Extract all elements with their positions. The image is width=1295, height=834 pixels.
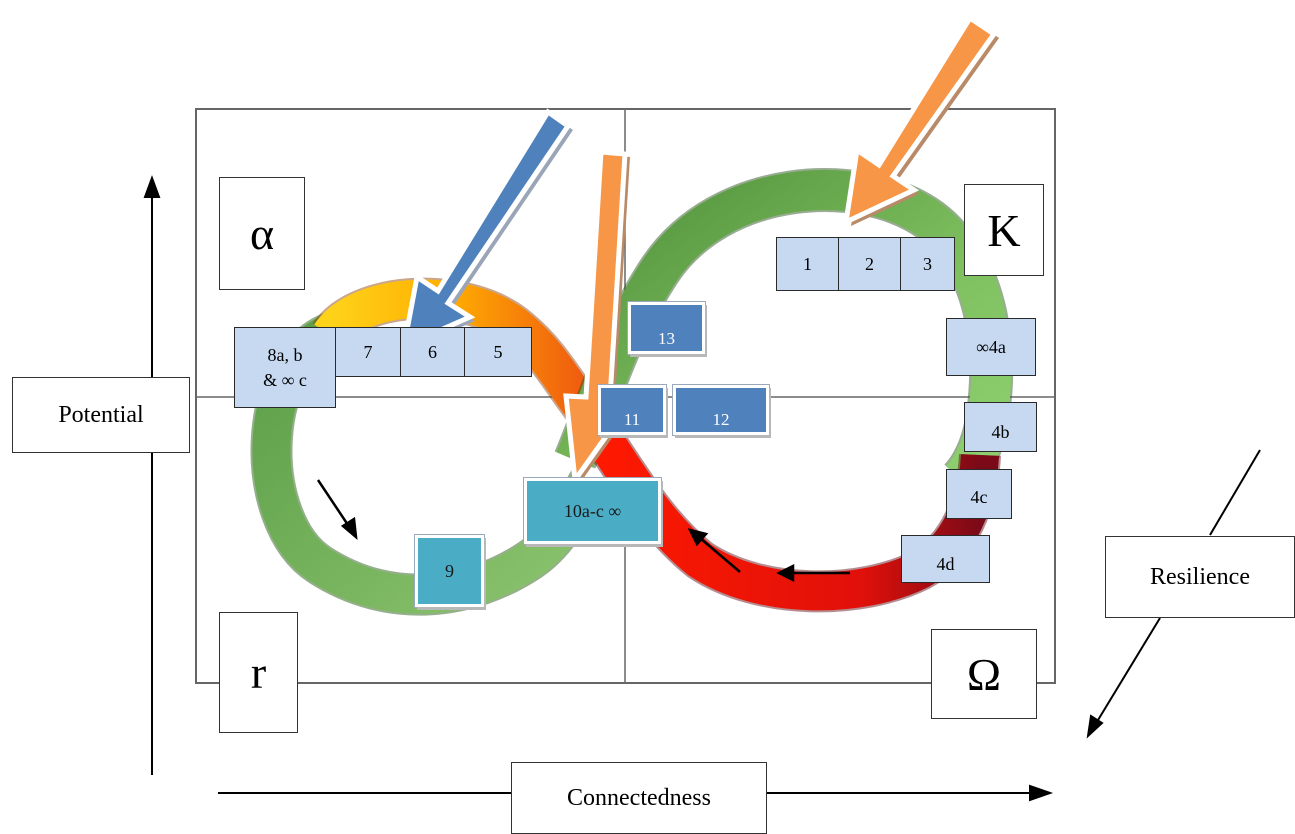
resilience-line-top xyxy=(1209,449,1261,536)
x-axis-arrowhead xyxy=(1029,784,1054,802)
k-quadrant-label: K xyxy=(964,184,1044,276)
resilience-arrowhead xyxy=(1086,714,1104,739)
flow-arrow-bottom-mid xyxy=(699,537,741,573)
step-4d: 4d xyxy=(901,535,990,583)
step-12: 12 xyxy=(673,385,769,435)
step-13: 13 xyxy=(628,302,705,354)
step-11: 11 xyxy=(598,385,666,435)
resilience-line-bottom xyxy=(1094,617,1161,726)
step-8-line-1: 8a, b xyxy=(267,345,303,366)
step-4b: 4b xyxy=(964,402,1037,452)
orange-pointer-arrow-right xyxy=(842,14,999,227)
step-10a-c: 10a-c ∞ xyxy=(524,478,661,544)
step-7: 7 xyxy=(335,327,401,377)
step-8-line-2: & ∞ c xyxy=(263,369,307,390)
y-axis-arrowhead xyxy=(143,175,161,198)
step-3: 3 xyxy=(900,237,955,291)
potential-axis-label: Potential xyxy=(12,377,190,453)
step-4a: ∞4a xyxy=(946,318,1036,376)
step-9: 9 xyxy=(415,535,484,607)
resilience-axis-label: Resilience xyxy=(1105,536,1295,618)
alpha-quadrant-label: α xyxy=(219,177,305,290)
step-1: 1 xyxy=(776,237,839,291)
connectedness-axis-label: Connectedness xyxy=(511,762,767,834)
step-5: 5 xyxy=(464,327,532,377)
step-6: 6 xyxy=(400,327,465,377)
flow-arrows xyxy=(316,479,850,583)
step-2: 2 xyxy=(838,237,901,291)
orange-pointer-arrow-center xyxy=(563,149,637,487)
omega-quadrant-label: Ω xyxy=(931,629,1037,719)
step-8abc: 8a, b & ∞ c xyxy=(234,327,336,408)
step-4c: 4c xyxy=(946,469,1012,519)
r-quadrant-label: r xyxy=(219,612,298,733)
flow-arrow-left xyxy=(316,479,352,529)
axes xyxy=(143,175,1261,802)
